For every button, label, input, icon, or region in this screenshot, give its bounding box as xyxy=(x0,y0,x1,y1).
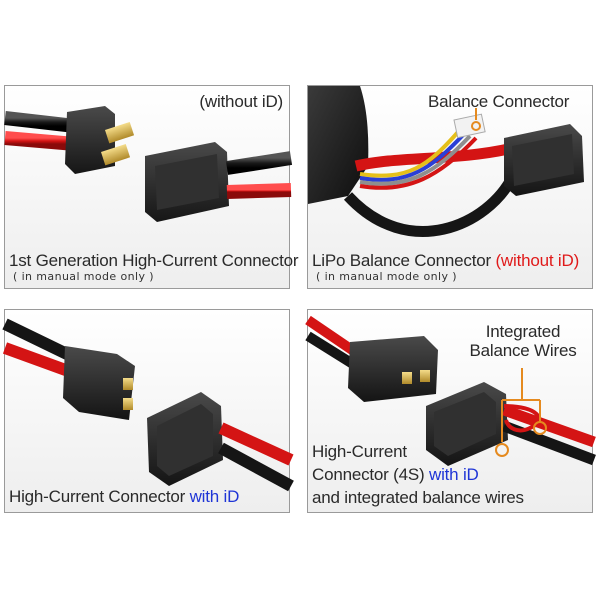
callout-line-2: Balance Wires xyxy=(469,341,577,360)
balance-plug-icon xyxy=(305,315,596,466)
panel-4-caption-text: Connector (4S) xyxy=(312,465,429,484)
balance-connector-callout: Balance Connector xyxy=(428,92,570,111)
traxxas-connector-icon xyxy=(2,318,294,492)
panel-3-caption-text: High-Current Connector xyxy=(9,487,190,506)
panel-2-subcaption: ( in manual mode only ) xyxy=(316,270,457,283)
without-id-label: (without iD) xyxy=(495,251,580,270)
panel-4s-connector: Integrated Balance Wires High-Current Co… xyxy=(305,309,596,513)
first-gen-connector-icon xyxy=(4,106,293,222)
panel-1-caption: 1st Generation High-Current Connector xyxy=(9,251,299,270)
panel-4-caption-line-2: Connector (4S) with iD xyxy=(312,465,479,484)
panel-4-caption-line-3: and integrated balance wires xyxy=(312,488,524,507)
lipo-battery-icon xyxy=(308,86,584,237)
panel-2-caption-text: LiPo Balance Connector xyxy=(312,251,496,270)
panel-4-caption-line-1: High-Current xyxy=(312,442,407,461)
panel-high-current-id: High-Current Connector with iD xyxy=(2,309,294,513)
callout-line-1: Integrated xyxy=(485,322,561,341)
without-id-label: (without iD) xyxy=(199,92,283,111)
panel-3-caption: High-Current Connector with iD xyxy=(9,487,239,506)
with-id-label: with iD xyxy=(189,487,240,506)
panel-1-subcaption: ( in manual mode only ) xyxy=(13,270,154,283)
panel-1st-gen-connector: (without iD) 1st Generation High-Current… xyxy=(4,85,299,289)
integrated-balance-wires-callout: Integrated Balance Wires xyxy=(458,322,588,360)
panel-lipo-balance: Balance Connector LiPo Balance Connector… xyxy=(307,85,593,289)
with-id-label: with iD xyxy=(429,465,479,484)
panel-2-caption: LiPo Balance Connector (without iD) xyxy=(312,251,579,270)
